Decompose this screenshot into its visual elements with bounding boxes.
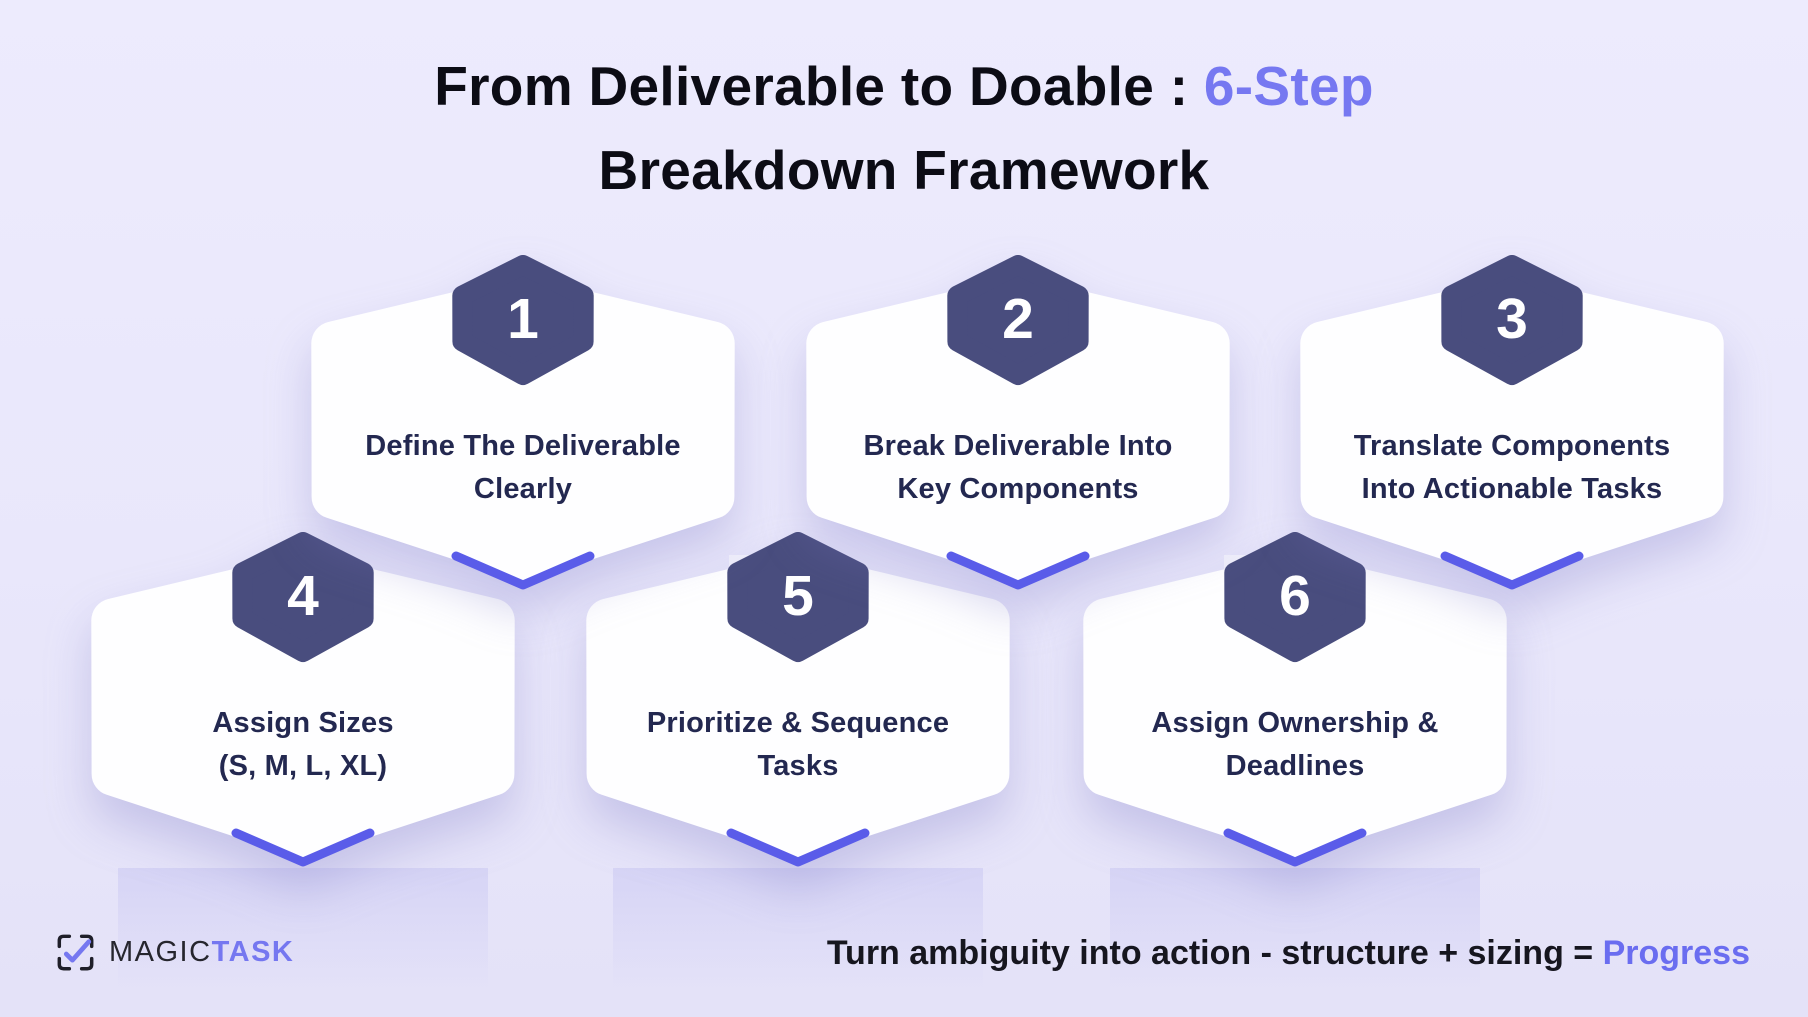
step-label-line1: Translate Components <box>1353 429 1671 462</box>
step-label: Assign Ownership & Deadlines <box>1080 670 1510 820</box>
step-label-line2: Key Components <box>897 473 1139 505</box>
hexagon-shape <box>91 532 515 867</box>
step-label-line1: Break Deliverable Into <box>863 429 1173 462</box>
tagline-accent: Progress <box>1602 934 1750 972</box>
step-label: Define The Deliverable Clearly <box>308 393 738 543</box>
title-line-2: Breakdown Framework <box>598 139 1210 201</box>
step-label: Translate Components Into Actionable Tas… <box>1297 393 1727 543</box>
step-label-line1: Assign Ownership & <box>1151 706 1439 739</box>
step-number: 3 <box>1496 287 1528 351</box>
step-number: 4 <box>287 564 319 628</box>
hexagon-shape <box>311 255 735 590</box>
step-label: Assign Sizes (S, M, L, XL) <box>88 670 518 820</box>
hexagon-reflection <box>613 868 983 993</box>
step-label: Break Deliverable Into Key Components <box>803 393 1233 543</box>
step-label-line1: Define The Deliverable <box>365 429 681 462</box>
step-label: Prioritize & Sequence Tasks <box>583 670 1013 820</box>
step-label-line2: (S, M, L, XL) <box>218 750 388 782</box>
footer-tagline: Turn ambiguity into action - structure +… <box>827 934 1750 973</box>
magictask-logo: MAGICTASK <box>55 932 294 973</box>
step-label-line2: Into Actionable Tasks <box>1361 473 1663 505</box>
step-label-line1: Assign Sizes <box>212 706 394 739</box>
step-card-2: 2 Break Deliverable Into Key Components <box>803 253 1233 598</box>
logo-word-magic: MAGIC <box>109 936 212 968</box>
page-title: From Deliverable to Doable : 6-Step Brea… <box>0 44 1808 212</box>
step-card-4: 4 Assign Sizes (S, M, L, XL) <box>88 530 518 875</box>
step-label-line1: Prioritize & Sequence <box>646 706 950 739</box>
step-card-1: 1 Define The Deliverable Clearly <box>308 253 738 598</box>
logo-word-task: TASK <box>211 936 295 968</box>
step-label-line2: Tasks <box>757 750 839 782</box>
step-number: 2 <box>1002 287 1034 351</box>
step-label-line2: Clearly <box>473 473 573 505</box>
title-accent: 6-Step <box>1203 55 1374 117</box>
title-prefix: From Deliverable to Doable : <box>434 55 1204 117</box>
tagline-text: Turn ambiguity into action - structure +… <box>826 934 1603 972</box>
hexagon-shape <box>806 255 1230 590</box>
title-line-1: From Deliverable to Doable : 6-Step <box>0 44 1808 128</box>
step-card-3: 3 Translate Components Into Actionable T… <box>1297 253 1727 598</box>
hexagon-reflection <box>118 868 488 993</box>
step-number: 1 <box>507 287 539 351</box>
step-label-line2: Deadlines <box>1225 750 1365 782</box>
checkbox-logo-icon <box>57 934 94 971</box>
hexagon-reflection <box>1110 868 1480 993</box>
hexagon-shape <box>1300 255 1724 590</box>
logo-wordmark: MAGICTASK <box>109 936 294 969</box>
